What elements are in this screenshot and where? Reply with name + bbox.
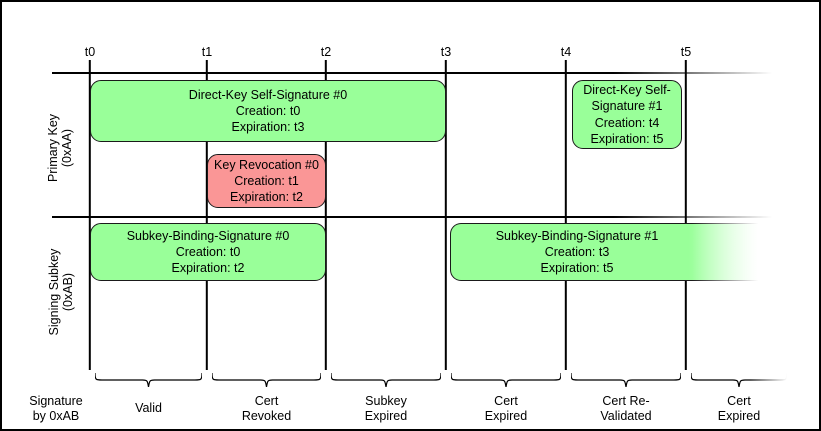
bracket-label-line1: Cert <box>254 394 279 408</box>
tick-line-t1 <box>205 60 209 370</box>
row-rule-middle <box>52 216 772 219</box>
axis-label-signing-subkey-line2: (0xAB) <box>61 272 75 312</box>
tick-line-t4 <box>564 60 568 370</box>
signature-box-expiration: Expiration: t5 <box>590 131 664 146</box>
tick-line-t3 <box>444 60 448 370</box>
signature-box-title: Subkey-Binding-Signature #0 <box>126 228 290 243</box>
tick-label-t3: t3 <box>440 45 452 59</box>
bracket-period-cert-expired-2 <box>691 373 787 387</box>
bracket-period-cert-expired-1 <box>451 373 561 387</box>
signature-box-subkey-binding-signature-0[interactable]: Subkey-Binding-Signature #0 Creation: t0… <box>90 223 326 281</box>
axis-label-signing-subkey-line1: Signing Subkey <box>47 248 61 336</box>
signature-box-expiration: Expiration: t2 <box>171 261 245 276</box>
signature-box-creation: Creation: t4 <box>594 115 660 130</box>
bracket-label-line1: Cert <box>727 394 751 408</box>
signature-box-creation: Creation: t0 <box>235 103 301 118</box>
bracket-label-line2: Expired <box>484 408 528 423</box>
signature-box-direct-key-self-signature-0[interactable]: Direct-Key Self-Signature #0 Creation: t… <box>90 80 446 142</box>
signature-box-subkey-binding-signature-1[interactable]: Subkey-Binding-Signature #1 Creation: t3… <box>450 223 782 281</box>
footer-caption-line2: by 0xAB <box>32 408 80 423</box>
bracket-period-subkey-expired <box>331 373 441 387</box>
axis-label-primary-key: Primary Key (0xAA) <box>46 88 74 208</box>
bracket-label-line2: Revoked <box>241 408 292 423</box>
bracket-label-line1: Cert Re- <box>602 394 650 408</box>
tick-label-t2: t2 <box>320 45 332 59</box>
signature-box-expiration: Expiration: t5 <box>540 261 614 276</box>
tick-line-t0 <box>88 60 92 370</box>
signature-box-creation: Creation: t0 <box>175 244 241 259</box>
bracket-label-line1: Valid <box>135 401 162 415</box>
signature-box-title-line1: Direct-Key Self- <box>583 83 671 97</box>
bracket-period-valid <box>95 373 202 387</box>
signature-box-title: Direct-Key Self-Signature #0 <box>188 87 348 102</box>
axis-label-signing-subkey: Signing Subkey (0xAB) <box>47 227 75 357</box>
row-rule-top <box>52 72 772 75</box>
bracket-period-cert-revoked <box>212 373 321 387</box>
signature-box-title-line2: Signature #1 <box>591 99 663 114</box>
signature-box-key-revocation-0[interactable]: Key Revocation #0 Creation: t1 Expiratio… <box>207 154 326 208</box>
signature-box-title: Key Revocation #0 <box>214 157 319 172</box>
signature-box-direct-key-self-signature-1[interactable]: Direct-Key Self- Signature #1 Creation: … <box>572 80 682 149</box>
bracket-label-line1: Subkey <box>365 394 407 408</box>
signature-box-expiration: Expiration: t3 <box>231 120 305 135</box>
bracket-label-line2: Expired <box>364 408 408 423</box>
footer-caption: Signature by 0xAB <box>16 394 96 424</box>
signature-box-creation: Creation: t3 <box>544 244 610 259</box>
axis-label-primary-key-line1: Primary Key <box>46 113 60 183</box>
bracket-label-line2: Validated <box>600 408 652 423</box>
footer-caption-line1: Signature <box>29 394 83 408</box>
tick-line-t5 <box>684 60 688 370</box>
tick-label-t1: t1 <box>201 45 213 59</box>
bracket-label-line1: Cert <box>494 394 518 408</box>
tick-label-t0: t0 <box>84 45 96 59</box>
bracket-period-cert-revalid <box>571 373 681 387</box>
tick-label-t5: t5 <box>680 45 692 59</box>
tick-line-t2 <box>324 60 328 370</box>
bracket-label-line2: Expired <box>717 408 761 423</box>
tick-label-t4: t4 <box>560 45 572 59</box>
bracket-label-period-cert-revalid: Cert Re-Validated <box>600 394 651 424</box>
bracket-label-period-valid: Valid <box>135 401 162 416</box>
signature-box-title: Subkey-Binding-Signature #1 <box>495 228 659 243</box>
signature-box-creation: Creation: t1 <box>234 173 299 188</box>
axis-label-primary-key-line2: (0xAA) <box>60 128 74 168</box>
signature-box-expiration: Expiration: t2 <box>230 190 303 205</box>
